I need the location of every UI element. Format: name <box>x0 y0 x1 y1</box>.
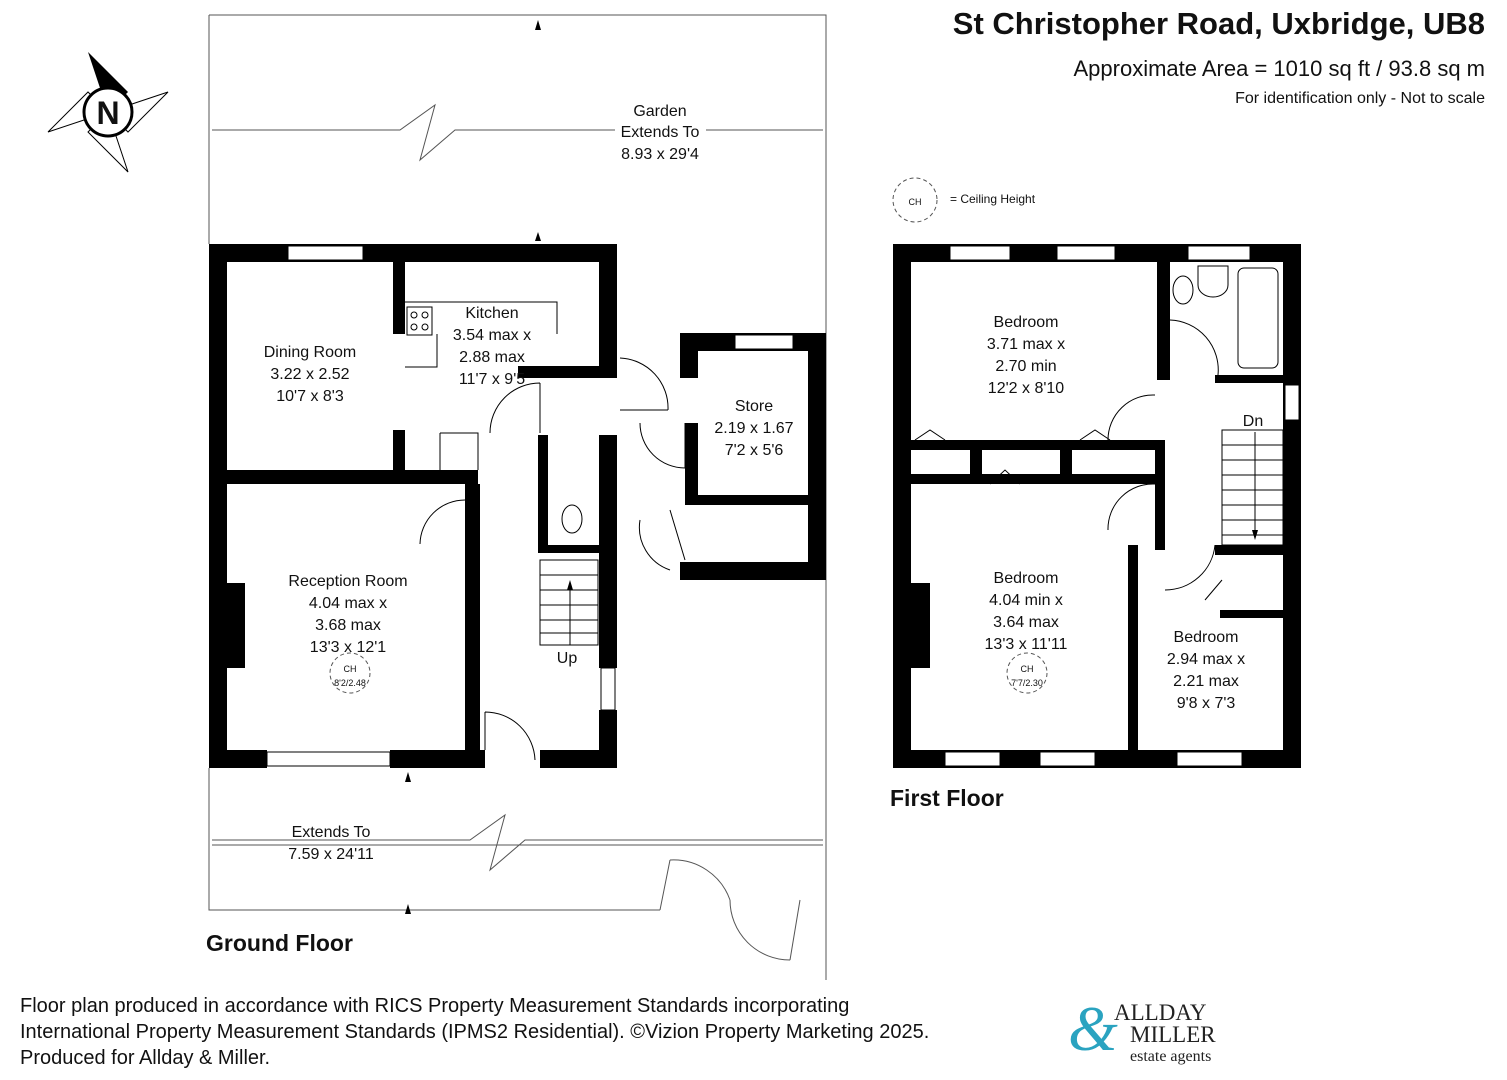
compass-icon: N <box>47 52 169 173</box>
garden-dimensions: 8.93 x 29'4 <box>621 146 699 163</box>
legend-symbol: CH <box>909 197 922 207</box>
dining-room-imperial: 10'7 x 8'3 <box>276 388 344 405</box>
property-title: St Christopher Road, Uxbridge, UB8 <box>952 6 1485 41</box>
bedroom-3-metric-2: 2.21 max <box>1173 673 1239 690</box>
bedroom-3-metric-1: 2.94 max x <box>1167 651 1245 668</box>
reception-ceiling-height: 8'2/2.48 <box>334 678 366 688</box>
basin-icon <box>1197 265 1229 298</box>
bedroom-1-name: Bedroom <box>994 314 1059 331</box>
bedroom-2-name: Bedroom <box>994 570 1059 587</box>
bedroom-2-metric-1: 4.04 min x <box>989 592 1063 609</box>
toilet-icon <box>561 504 583 534</box>
garden-extent-label: Extends To <box>621 124 700 141</box>
bedroom-2-imperial: 13'3 x 11'11 <box>985 636 1068 653</box>
logo-ampersand: & <box>1068 993 1118 1064</box>
ceiling-height-legend: CH = Ceiling Height <box>892 177 1036 223</box>
footer-line: International Property Measurement Stand… <box>20 1021 930 1043</box>
first-floor-plan <box>893 244 1301 768</box>
footer-line: Produced for Allday & Miller. <box>20 1047 271 1069</box>
bedroom-2-ch-symbol: CH <box>1021 664 1034 674</box>
store-name: Store <box>735 398 773 415</box>
disclaimer: For identification only - Not to scale <box>1235 90 1485 107</box>
kitchen-metric-2: 2.88 max <box>459 349 525 366</box>
bedroom-1-metric-1: 3.71 max x <box>987 336 1065 353</box>
footer-note: Floor plan produced in accordance with R… <box>20 993 929 1071</box>
stairs-down-label: Dn <box>1243 413 1263 430</box>
stairs-up-label: Up <box>557 650 578 667</box>
logo-miller: MILLER <box>1130 1022 1216 1047</box>
reception-room-metric-1: 4.04 max x <box>309 595 387 612</box>
kitchen-name: Kitchen <box>465 305 518 322</box>
dining-room-name: Dining Room <box>264 344 356 361</box>
reception-ch-symbol: CH <box>344 664 357 674</box>
first-floor-label: First Floor <box>890 785 1004 811</box>
store-imperial: 7'2 x 5'6 <box>725 442 784 459</box>
ground-floor-label: Ground Floor <box>206 930 353 956</box>
dining-room-metric: 3.22 x 2.52 <box>270 366 349 383</box>
bedroom-1-imperial: 12'2 x 8'10 <box>988 380 1064 397</box>
bedroom-2-ceiling-height: 7'7/2.30 <box>1011 678 1043 688</box>
logo-tagline: estate agents <box>1130 1048 1212 1065</box>
footer-line: Floor plan produced in accordance with R… <box>20 995 850 1017</box>
front-extent-label: Extends To <box>292 824 371 841</box>
allday-miller-logo: & ALLDAY MILLER estate agents <box>1068 993 1248 1070</box>
toilet-icon <box>1172 275 1194 305</box>
legend-label: = Ceiling Height <box>950 192 1036 206</box>
bedroom-3-name: Bedroom <box>1174 629 1239 646</box>
reception-room-metric-2: 3.68 max <box>315 617 381 634</box>
reception-room-name: Reception Room <box>288 573 407 590</box>
bedroom-3-imperial: 9'8 x 7'3 <box>1177 695 1236 712</box>
bedroom-2-metric-2: 3.64 max <box>993 614 1059 631</box>
ground-floor-plan <box>208 14 827 980</box>
approximate-area: Approximate Area = 1010 sq ft / 93.8 sq … <box>1073 56 1485 81</box>
bath-icon <box>1237 267 1279 369</box>
bedroom-1-metric-2: 2.70 min <box>995 358 1056 375</box>
garden-label: Garden <box>633 103 686 120</box>
logo-allday: ALLDAY <box>1114 1000 1207 1025</box>
kitchen-imperial: 11'7 x 9'5 <box>459 371 525 388</box>
compass-north-label: N <box>96 95 119 131</box>
front-dimensions: 7.59 x 24'11 <box>288 846 374 863</box>
store-metric: 2.19 x 1.67 <box>714 420 793 437</box>
kitchen-metric-1: 3.54 max x <box>453 327 531 344</box>
reception-room-imperial: 13'3 x 12'1 <box>310 639 386 656</box>
